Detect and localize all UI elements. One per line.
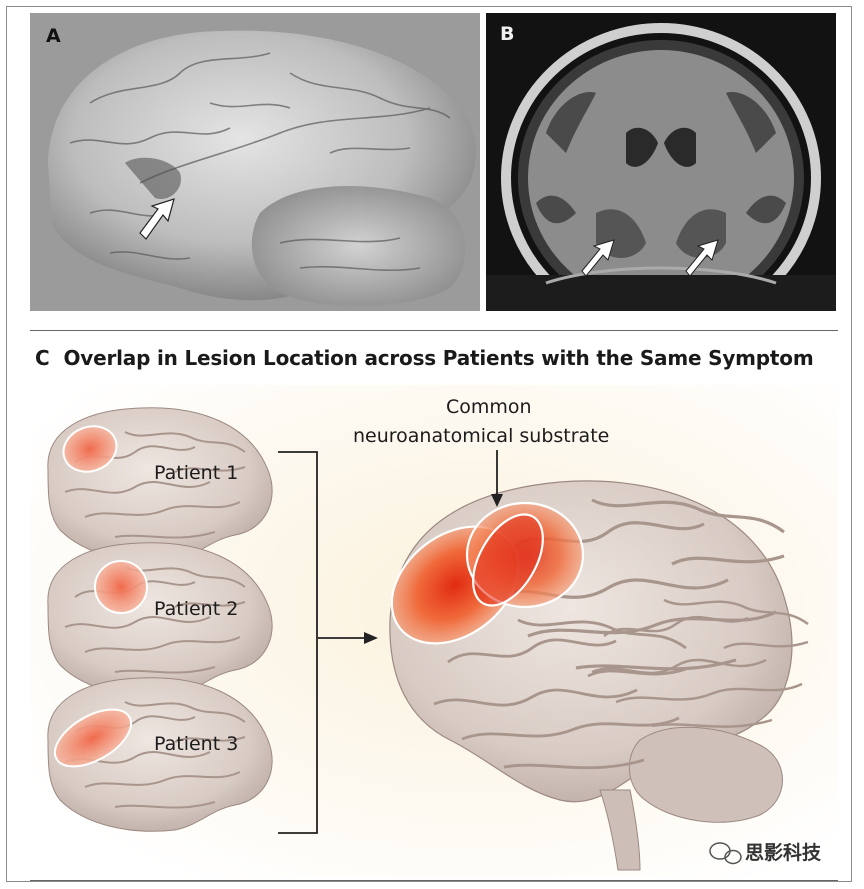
brain-specimen-image	[30, 13, 480, 311]
overlap-lesion	[390, 501, 585, 645]
patient-2-label: Patient 2	[154, 598, 239, 620]
patient-3-brain	[47, 677, 273, 832]
patient-2-lesion	[94, 560, 148, 614]
panel-a-label: A	[46, 25, 61, 47]
right-arrow-icon	[318, 632, 378, 644]
patient-2-brain	[47, 542, 273, 697]
bottom-divider	[30, 880, 838, 881]
panel-b-mri-scan: B	[486, 13, 836, 311]
arrow-icon	[139, 198, 175, 240]
watermark-label: 思影科技	[745, 842, 822, 864]
section-c-title-text: Overlap in Lesion Location across Patien…	[63, 346, 814, 370]
wechat-icon	[709, 842, 742, 865]
panel-b-label: B	[500, 23, 515, 45]
patient-1-lesion	[62, 425, 118, 473]
arrow-icon	[685, 239, 719, 277]
callout-line-2: neuroanatomical substrate	[353, 425, 610, 447]
brainstem	[599, 789, 641, 871]
patient-bracket	[278, 451, 318, 834]
arrow-icon	[581, 239, 615, 277]
section-divider	[30, 330, 838, 331]
patient-1-brain	[47, 407, 273, 562]
mri-coronal-image	[486, 13, 836, 311]
patient-3-lesion	[54, 708, 132, 768]
patient-3-label: Patient 3	[154, 733, 239, 755]
callout-line-1: Common	[446, 396, 532, 418]
section-c-letter: C	[35, 346, 50, 370]
composite-brain	[389, 480, 810, 871]
cerebellum	[628, 726, 783, 823]
patient-1-label: Patient 1	[154, 462, 239, 484]
down-arrow-icon	[491, 450, 503, 507]
figure-frame	[6, 6, 852, 882]
panel-a-brain-specimen-photo: A	[30, 13, 480, 311]
section-c-title: C Overlap in Lesion Location across Patie…	[35, 346, 814, 370]
watermark-text: 思影科技	[705, 838, 821, 865]
